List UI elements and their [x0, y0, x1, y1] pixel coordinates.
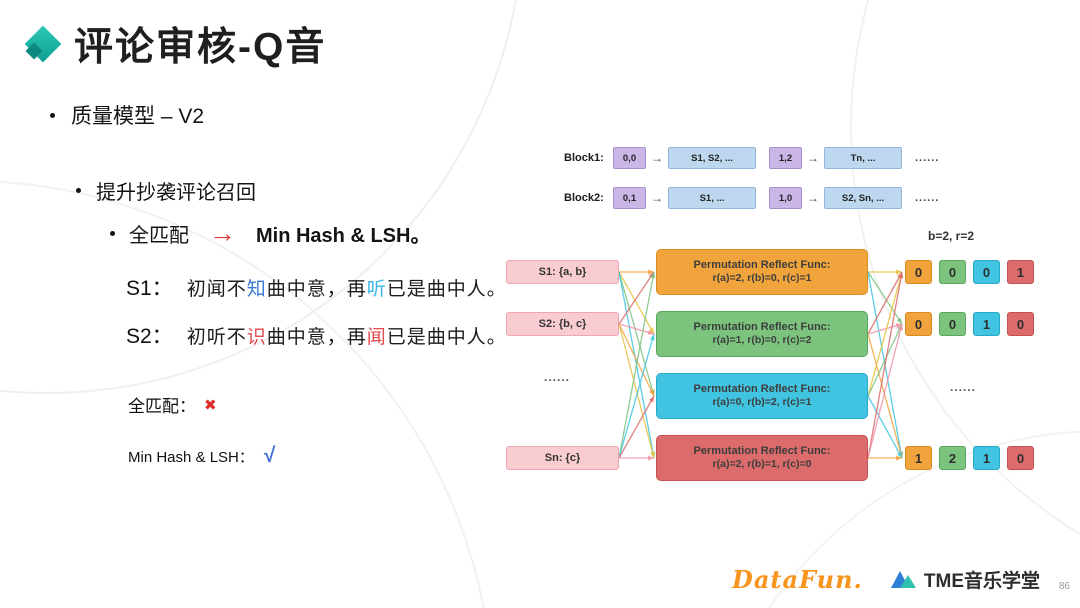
bucket-cell: 0,1 [613, 187, 646, 209]
sentence-part-highlight: 识 [246, 326, 267, 348]
s1-text: 初闻不知曲中意，再听已是曲中人。 [187, 274, 507, 301]
bucket-sets-cell: S2, Sn, ... [824, 187, 902, 209]
s1-label: S1： [126, 277, 173, 300]
background-curve [850, 0, 1080, 604]
signature-cell: 0 [973, 260, 1000, 284]
check-mark-icon: √ [263, 444, 276, 467]
set-box-sn: Sn: {c} [506, 446, 619, 470]
page-title: 评论审核-Q音 [74, 26, 327, 69]
signatures-ellipsis: ...... [950, 380, 977, 394]
arrow-icon: → [807, 151, 819, 165]
title-diamond-icon [24, 25, 62, 63]
lsh-block-row-2: Block2: 0,1 → S1, ... 1,0 → S2, Sn, ... … [564, 187, 939, 209]
footer: DataFun. TME音乐学堂 [732, 565, 1040, 594]
signature-cell: 2 [939, 446, 966, 470]
func-detail: r(a)=2, r(b)=1, r(c)=0 [712, 458, 812, 471]
result-full-match-label: 全匹配： [128, 397, 196, 416]
bullet-level2: 提升抄袭评论召回 [76, 176, 256, 205]
signature-cell: 0 [1007, 312, 1034, 336]
result-minhash-label: Min Hash & LSH： [128, 448, 254, 466]
block2-label: Block2: [564, 192, 604, 204]
datafun-logo: DataFun. [732, 565, 863, 594]
func-box-3: Permutation Reflect Func: r(a)=0, r(b)=2… [656, 373, 868, 419]
func-box-4: Permutation Reflect Func: r(a)=2, r(b)=1… [656, 435, 868, 481]
bucket-cell: 0,0 [613, 147, 646, 169]
sentence-part: 初闻不 [186, 278, 247, 300]
sentence-part-highlight: 听 [366, 278, 387, 300]
bucket-sets-cell: S1, ... [668, 187, 756, 209]
bullet-level3-prefix: 全匹配 [129, 225, 189, 247]
tme-logo: TME音乐学堂 [890, 566, 1040, 593]
cross-mark-icon: ✖ [204, 396, 217, 414]
sentence-part: 曲中意，再 [266, 278, 367, 300]
bullet-dot [76, 188, 81, 193]
func-title: Permutation Reflect Func: [693, 320, 831, 333]
bullet-level3-suffix: Min Hash & LSH。 [256, 225, 431, 247]
func-box-2: Permutation Reflect Func: r(a)=1, r(b)=0… [656, 311, 868, 357]
arrow-icon: → [651, 191, 663, 205]
tme-logo-text: TME音乐学堂 [923, 571, 1040, 592]
arrow-icon: → [651, 151, 663, 165]
lsh-block-row-1: Block1: 0,0 → S1, S2, ... 1,2 → Tn, ... … [564, 147, 939, 169]
bullet-dot [110, 231, 115, 236]
signature-cell: 0 [1007, 446, 1034, 470]
func-title: Permutation Reflect Func: [693, 382, 831, 395]
signature-cell: 0 [939, 260, 966, 284]
signature-cell: 1 [905, 446, 932, 470]
example-sentence-s1: S1： 初闻不知曲中意，再听已是曲中人。 [126, 272, 507, 302]
bullet-level1-label: 质量模型 – V2 [71, 105, 205, 128]
example-sentence-s2: S2： 初听不识曲中意，再闻已是曲中人。 [126, 320, 507, 350]
sets-ellipsis: ...... [544, 370, 571, 384]
tme-logo-icon [890, 571, 916, 588]
bucket-sets-cell: S1, S2, ... [668, 147, 756, 169]
func-title: Permutation Reflect Func: [693, 258, 831, 271]
signature-row-s2: 0 0 1 0 [905, 312, 1034, 336]
set-box-s2: S2: {b, c} [506, 312, 619, 336]
sentence-part: 初听不 [186, 326, 247, 348]
ellipsis: ...... [915, 152, 940, 164]
signature-cell: 1 [1007, 260, 1034, 284]
signature-cell: 1 [973, 312, 1000, 336]
func-detail: r(a)=2, r(b)=0, r(c)=1 [712, 272, 812, 285]
sentence-part: 曲中意，再 [266, 326, 367, 348]
bullet-level1: 质量模型 – V2 [50, 100, 204, 130]
func-detail: r(a)=1, r(b)=0, r(c)=2 [712, 334, 812, 347]
sentence-part-highlight: 闻 [366, 326, 387, 348]
ellipsis: ...... [915, 192, 940, 204]
signature-row-s1: 0 0 0 1 [905, 260, 1034, 284]
result-full-match: 全匹配： ✖ [128, 392, 217, 417]
page-number: 86 [1058, 581, 1070, 592]
block1-label: Block1: [564, 152, 604, 164]
sentence-part: 已是曲中人。 [386, 326, 507, 348]
bucket-cell: 1,0 [769, 187, 802, 209]
func-title: Permutation Reflect Func: [693, 444, 831, 457]
func-box-1: Permutation Reflect Func: r(a)=2, r(b)=0… [656, 249, 868, 295]
s2-label: S2： [126, 325, 173, 348]
red-arrow-icon: → [209, 218, 236, 248]
signature-cell: 0 [939, 312, 966, 336]
sentence-part-highlight: 知 [246, 278, 267, 300]
result-minhash: Min Hash & LSH： √ [128, 444, 275, 468]
set-box-s1: S1: {a, b} [506, 260, 619, 284]
bullet-level3: 全匹配 → Min Hash & LSH。 [110, 219, 430, 248]
band-row-param-label: b=2, r=2 [928, 229, 975, 243]
bucket-cell: 1,2 [769, 147, 802, 169]
s2-text: 初听不识曲中意，再闻已是曲中人。 [187, 322, 507, 349]
signature-row-sn: 1 2 1 0 [905, 446, 1034, 470]
title-row: 评论审核-Q音 [24, 16, 327, 72]
bucket-sets-cell: Tn, ... [824, 147, 902, 169]
signature-cell: 0 [905, 260, 932, 284]
bullet-level2-label: 提升抄袭评论召回 [96, 182, 256, 204]
signature-cell: 0 [905, 312, 932, 336]
sentence-part: 已是曲中人。 [386, 278, 507, 300]
func-detail: r(a)=0, r(b)=2, r(c)=1 [712, 396, 812, 409]
signature-cell: 1 [973, 446, 1000, 470]
bullet-dot [50, 112, 55, 118]
arrow-icon: → [807, 191, 819, 205]
